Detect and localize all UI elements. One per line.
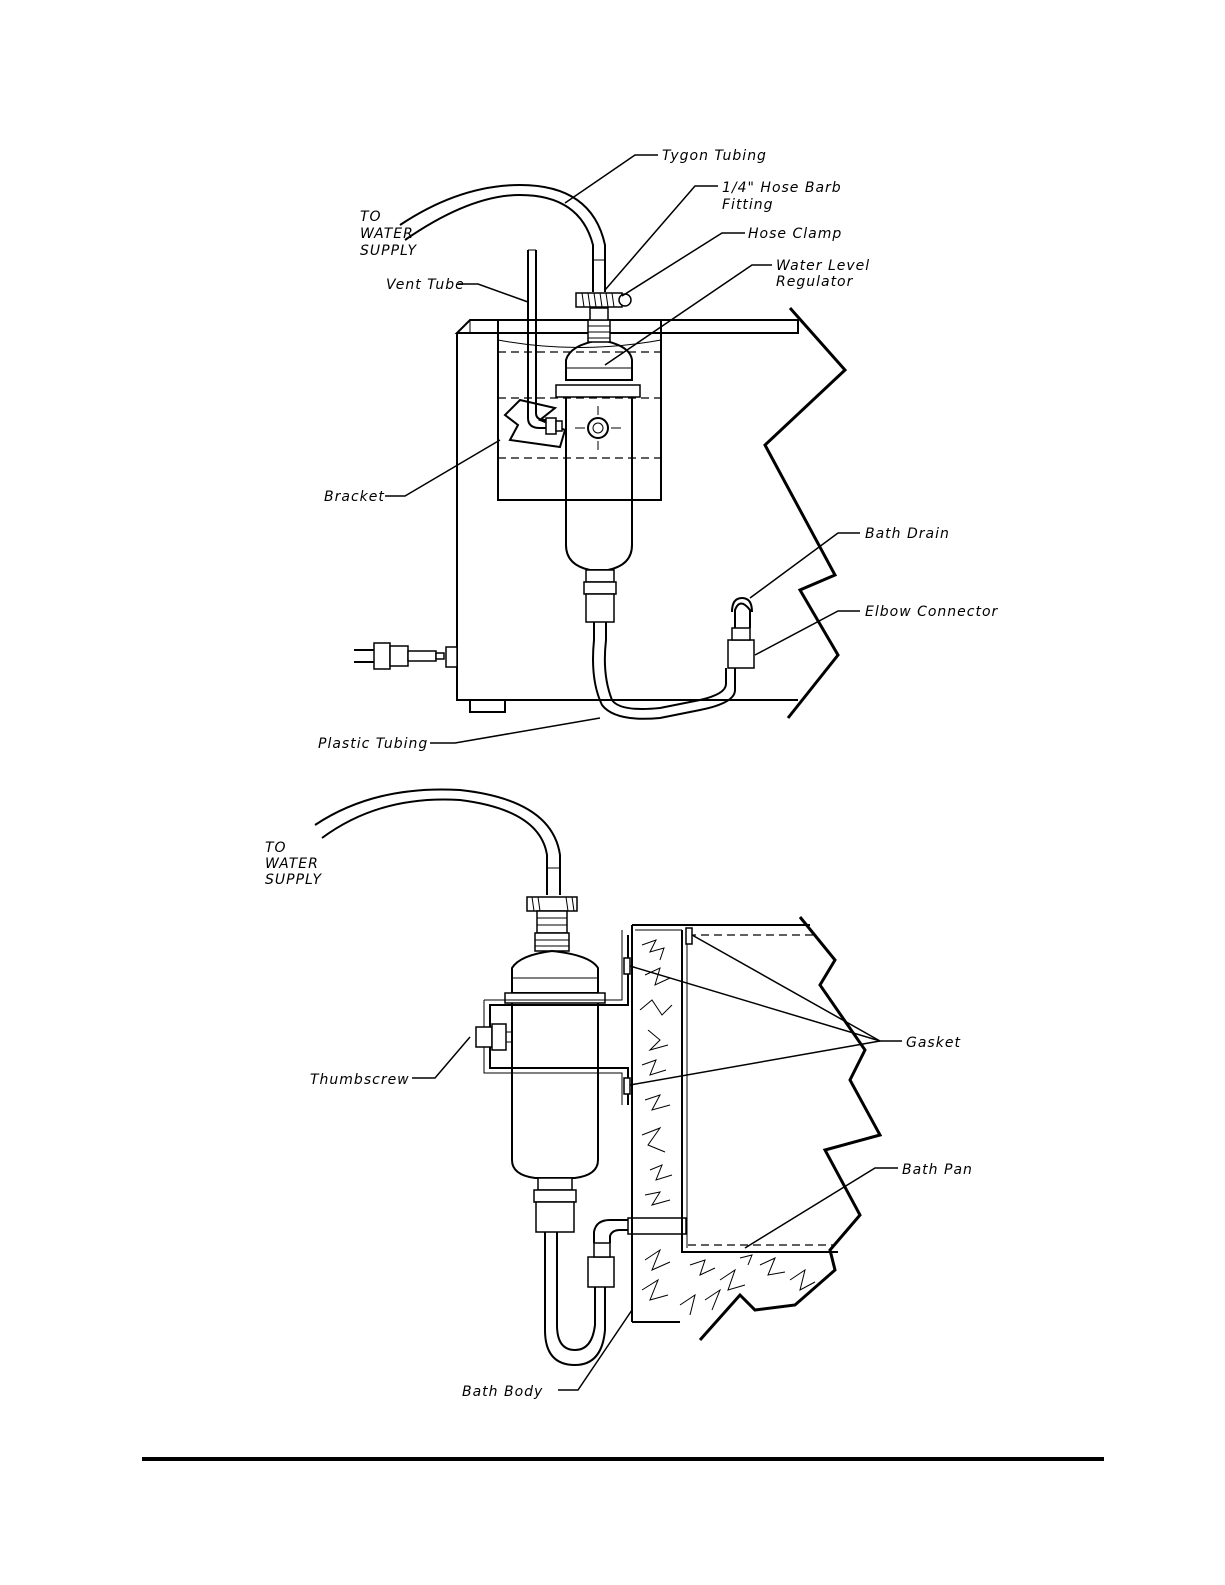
- water-level-regulator: [556, 308, 640, 622]
- label-to-water-lower-line2: WATER: [265, 856, 319, 872]
- label-bracket: Bracket: [324, 489, 385, 505]
- label-hose-barb-line1: 1/4" Hose Barb: [722, 180, 842, 196]
- label-bath-pan: Bath Pan: [902, 1162, 973, 1178]
- label-regulator-line1: Water Level: [776, 258, 870, 274]
- elbow-connector: [728, 604, 754, 669]
- elbow-connector-lower: [588, 1218, 686, 1287]
- bath-body: [632, 917, 880, 1340]
- top-figure: Tygon Tubing 1/4" Hose Barb Fitting Hose…: [318, 148, 999, 752]
- label-bath-body: Bath Body: [462, 1384, 543, 1400]
- label-gasket: Gasket: [906, 1035, 961, 1051]
- tygon-tubing-lower: [315, 789, 560, 895]
- label-to-water-line1: TO: [360, 209, 382, 225]
- tygon-tubing: [400, 185, 605, 292]
- power-plug: [354, 643, 457, 669]
- bath-cabinet: [457, 308, 845, 718]
- label-vent-tube: Vent Tube: [386, 277, 465, 293]
- label-hose-clamp: Hose Clamp: [748, 226, 842, 242]
- label-plastic-tubing: Plastic Tubing: [318, 736, 428, 752]
- bracket-lower: [484, 930, 628, 1105]
- label-elbow-connector: Elbow Connector: [865, 604, 999, 620]
- label-tygon-tubing: Tygon Tubing: [662, 148, 767, 164]
- label-hose-barb-line2: Fitting: [722, 197, 774, 213]
- bottom-figure: TO WATER SUPPLY Thumbscrew Gasket Bath P…: [265, 789, 973, 1400]
- plastic-tubing: [593, 622, 735, 719]
- label-to-water-lower-line1: TO: [265, 840, 287, 856]
- label-bath-drain: Bath Drain: [865, 526, 950, 542]
- label-thumbscrew: Thumbscrew: [310, 1072, 410, 1088]
- label-regulator-line2: Regulator: [776, 274, 854, 290]
- label-to-water-lower-line3: SUPPLY: [265, 872, 322, 888]
- label-to-water-line3: SUPPLY: [360, 243, 417, 259]
- water-level-regulator-lower: [505, 951, 605, 1232]
- thumbscrew: [476, 1024, 512, 1050]
- regulator-fittings-lower: [527, 897, 577, 951]
- label-to-water-line2: WATER: [360, 226, 414, 242]
